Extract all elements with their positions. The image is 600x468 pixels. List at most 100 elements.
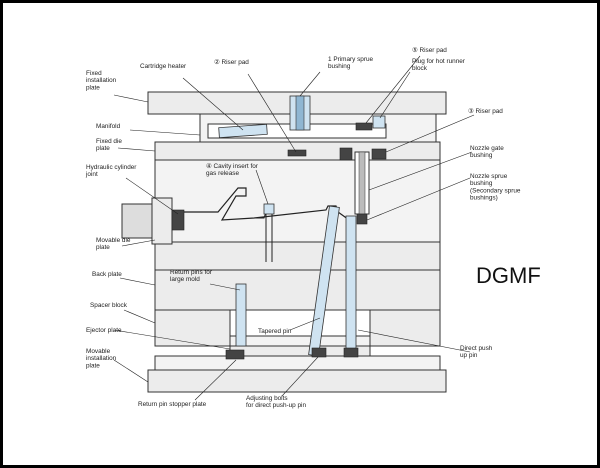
- leader-fixed-die-plate: [117, 147, 156, 152]
- hydraulic-cylinder-flange: [151, 197, 173, 245]
- label-line: bushings): [470, 195, 498, 202]
- movable-installation-plate: [147, 369, 447, 393]
- label-line: bushing: [470, 180, 493, 187]
- label-line: Return pin stopper plate: [138, 401, 207, 408]
- label-line: Movable: [86, 348, 111, 355]
- label-tapered-pin: Tapered pin: [258, 328, 292, 335]
- label-line: Adjusting bolts: [246, 395, 288, 402]
- leader-hydraulic-cylinder-joint: [125, 177, 179, 215]
- return-pin-stopper-plate: [225, 349, 245, 360]
- leader-movable-installation-plate: [113, 359, 149, 383]
- leader-riser-pad-2: [247, 73, 297, 153]
- label-line: Fixed die: [96, 138, 122, 145]
- leader-primary-sprue-bushing: [299, 71, 321, 97]
- label-line: Direct push: [460, 345, 493, 352]
- riser-pad-5: [355, 122, 373, 131]
- label-line: installation: [86, 77, 117, 84]
- leader-nozzle-sprue-bushing: [366, 177, 471, 221]
- label-back-plate: Back plate: [92, 271, 122, 278]
- label-riser-pad-2: ② Riser pad: [214, 59, 249, 66]
- leader-cartridge-heater: [182, 77, 244, 131]
- label-line: Tapered pin: [258, 328, 292, 335]
- leader-riser-pad-5: [365, 55, 421, 124]
- label-line: bushing: [470, 152, 493, 159]
- label-line: Nozzle sprue: [470, 173, 508, 180]
- label-line: plate: [86, 362, 100, 369]
- nozzle-gate-bushing: [356, 213, 368, 225]
- label-line: installation: [86, 355, 117, 362]
- label-line: Spacer block: [90, 302, 128, 309]
- ejector-space: [154, 355, 441, 371]
- adjusting-bolt-right: [343, 347, 359, 358]
- label-line: Manifold: [96, 123, 121, 130]
- label-line: Nozzle gate: [470, 145, 504, 152]
- label-riser-pad-3: ③ Riser pad: [468, 108, 503, 115]
- spacer-block-right: [369, 309, 441, 347]
- label-line: plate: [86, 84, 100, 91]
- direct-push-up-pin: [345, 215, 357, 357]
- label-line: Cartridge heater: [140, 63, 187, 70]
- label-line: large mold: [170, 276, 200, 283]
- leader-spacer-block: [123, 309, 156, 324]
- riser-pad-3: [371, 148, 387, 160]
- brand-watermark: DGMF: [476, 263, 541, 288]
- label-ejector-plate: Ejector plate: [86, 327, 122, 334]
- leader-adjusting-bolts: [281, 356, 319, 397]
- leader-riser-pad-3: [385, 114, 475, 153]
- label-line: for direct push-up pin: [246, 402, 306, 409]
- label-line: Plug for hot runner: [412, 58, 466, 65]
- leader-plug-hot-runner-block: [379, 71, 411, 119]
- leader-nozzle-gate-bushing: [368, 151, 473, 191]
- back-plate: [154, 269, 441, 311]
- leader-direct-push-up-pin: [357, 329, 471, 353]
- label-cartridge-heater: Cartridge heater: [140, 63, 187, 70]
- back-plate-upper: [154, 241, 441, 271]
- manifold-support: [339, 147, 353, 161]
- adjusting-bolt-left: [311, 347, 327, 358]
- label-riser-pad-5: ⑤ Riser pad: [412, 47, 447, 54]
- nozzle-sprue-bushing: [358, 151, 366, 215]
- primary-sprue-channel: [295, 95, 305, 131]
- label-spacer-block: Spacer block: [90, 302, 128, 309]
- label-line: 1 Primary sprue: [328, 56, 374, 63]
- label-line: Fixed: [86, 70, 102, 77]
- return-pin-left: [235, 283, 247, 347]
- label-line: block: [412, 65, 428, 72]
- label-line: bushing: [328, 63, 351, 70]
- leader-fixed-installation-plate: [113, 94, 149, 103]
- label-line: plate: [96, 244, 110, 251]
- label-line: Ejector plate: [86, 327, 122, 334]
- leader-movable-die-plate: [121, 239, 156, 247]
- leader-back-plate: [119, 277, 156, 286]
- label-line: ② Riser pad: [214, 59, 249, 66]
- label-line: (Secondary sprue: [470, 187, 521, 194]
- cartridge-heater: [218, 123, 268, 139]
- label-line: ④ Cavity insert for: [206, 163, 259, 170]
- hydraulic-cylinder: [121, 203, 153, 239]
- leader-return-pin-stopper-plate: [194, 359, 237, 401]
- spacer-block-left: [154, 309, 231, 347]
- leader-cavity-insert: [255, 169, 269, 205]
- label-line: ⑤ Riser pad: [412, 47, 447, 54]
- label-manifold: Manifold: [96, 123, 121, 130]
- riser-pad-2: [287, 149, 307, 157]
- label-line: Movable die: [96, 237, 131, 244]
- label-line: joint: [85, 171, 98, 178]
- label-line: gas release: [206, 170, 239, 177]
- movable-die-plate: [154, 159, 441, 243]
- cavity-insert-for-gas-release: [263, 203, 275, 215]
- label-line: Hydraulic cylinder: [86, 164, 137, 171]
- leader-return-pins: [209, 283, 241, 291]
- leader-tapered-pin: [289, 317, 321, 331]
